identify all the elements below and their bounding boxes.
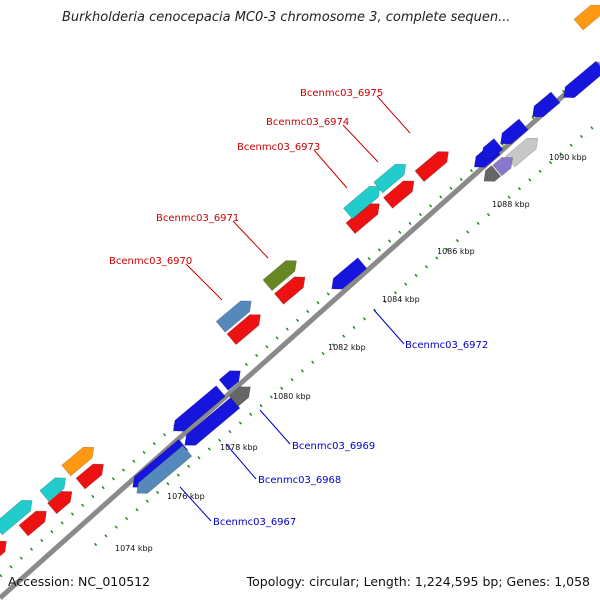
- gene-arrow-8: [383, 180, 415, 209]
- gene-arrow-9: [414, 151, 449, 183]
- gene-arrow-2: [18, 510, 47, 537]
- leader-line-top-2: [342, 124, 379, 163]
- grid-line-lower: [94, 119, 600, 547]
- gene-arrow-23: [481, 138, 504, 159]
- tick-label-8: 1088 kbp: [492, 200, 530, 209]
- tick-label-3: 1078 kbp: [220, 443, 258, 452]
- tick-label-6: 1084 kbp: [382, 295, 420, 304]
- genome-summary-text: Topology: circular; Length: 1,224,595 bp…: [246, 574, 590, 589]
- gene-arrow-17: [262, 260, 297, 292]
- tick-label-4: 1080 kbp: [273, 392, 311, 401]
- leader-line-bottom-2: [259, 409, 291, 445]
- gene-arrow-5: [226, 314, 261, 346]
- leader-line-top-5: [185, 263, 223, 301]
- gene-arrow-1: [0, 540, 7, 557]
- feature-label-bottom-3: Bcenmc03_6968: [258, 475, 341, 486]
- leader-line-top-3: [313, 149, 348, 189]
- gene-arrow-14: [61, 446, 95, 477]
- accession-text: Accession: NC_010512: [8, 574, 151, 589]
- gene-arrow-24: [331, 257, 368, 290]
- leader-line-bottom-4: [179, 486, 212, 522]
- gene-arrow-25: [218, 370, 241, 391]
- feature-label-top-5: Bcenmc03_6970: [109, 256, 192, 267]
- gene-arrow-20: [563, 60, 600, 99]
- gene-arrow-3: [47, 491, 73, 515]
- tick-label-5: 1082 kbp: [328, 343, 366, 352]
- chromosome-backbone: [0, 61, 600, 600]
- feature-label-top-4: Bcenmc03_6971: [156, 213, 239, 224]
- gene-arrow-30: [483, 165, 502, 182]
- gene-arrow-15: [573, 4, 600, 31]
- gene-arrow-31: [505, 137, 539, 168]
- gene-arrow-19: [532, 91, 561, 118]
- leader-line-top-1: [376, 95, 411, 134]
- tick-label-1: 1074 kbp: [115, 544, 153, 553]
- gene-arrow-10: [0, 499, 33, 536]
- tick-label-7: 1086 kbp: [437, 247, 475, 256]
- gene-arrow-18: [172, 385, 226, 432]
- gene-arrow-28: [136, 444, 193, 494]
- leader-line-top-4: [232, 220, 269, 259]
- feature-label-top-3: Bcenmc03_6973: [237, 142, 320, 153]
- tick-label-2: 1076 kbp: [167, 492, 205, 501]
- feature-label-bottom-4: Bcenmc03_6967: [213, 517, 296, 528]
- gene-arrow-32: [492, 157, 514, 177]
- feature-label-top-1: Bcenmc03_6975: [300, 88, 383, 99]
- gene-arrow-13: [373, 163, 407, 194]
- gene-arrow-11: [39, 477, 67, 502]
- leader-line-bottom-3: [225, 443, 257, 480]
- feature-label-top-2: Bcenmc03_6974: [266, 117, 349, 128]
- gene-arrow-27: [184, 396, 241, 446]
- map-title: Burkholderia cenocepacia MC0-3 chromosom…: [62, 10, 511, 25]
- gene-arrow-21: [500, 118, 529, 145]
- feature-label-bottom-2: Bcenmc03_6969: [292, 441, 375, 452]
- gene-arrow-4: [75, 463, 104, 490]
- feature-label-bottom-1: Bcenmc03_6972: [405, 340, 488, 351]
- gene-arrow-16: [215, 300, 252, 333]
- leader-line-bottom-1: [373, 309, 405, 345]
- tick-label-9: 1090 kbp: [549, 153, 587, 162]
- gene-arrow-29: [228, 386, 251, 407]
- gene-arrow-6: [274, 276, 306, 305]
- gene-arrow-12: [342, 185, 381, 220]
